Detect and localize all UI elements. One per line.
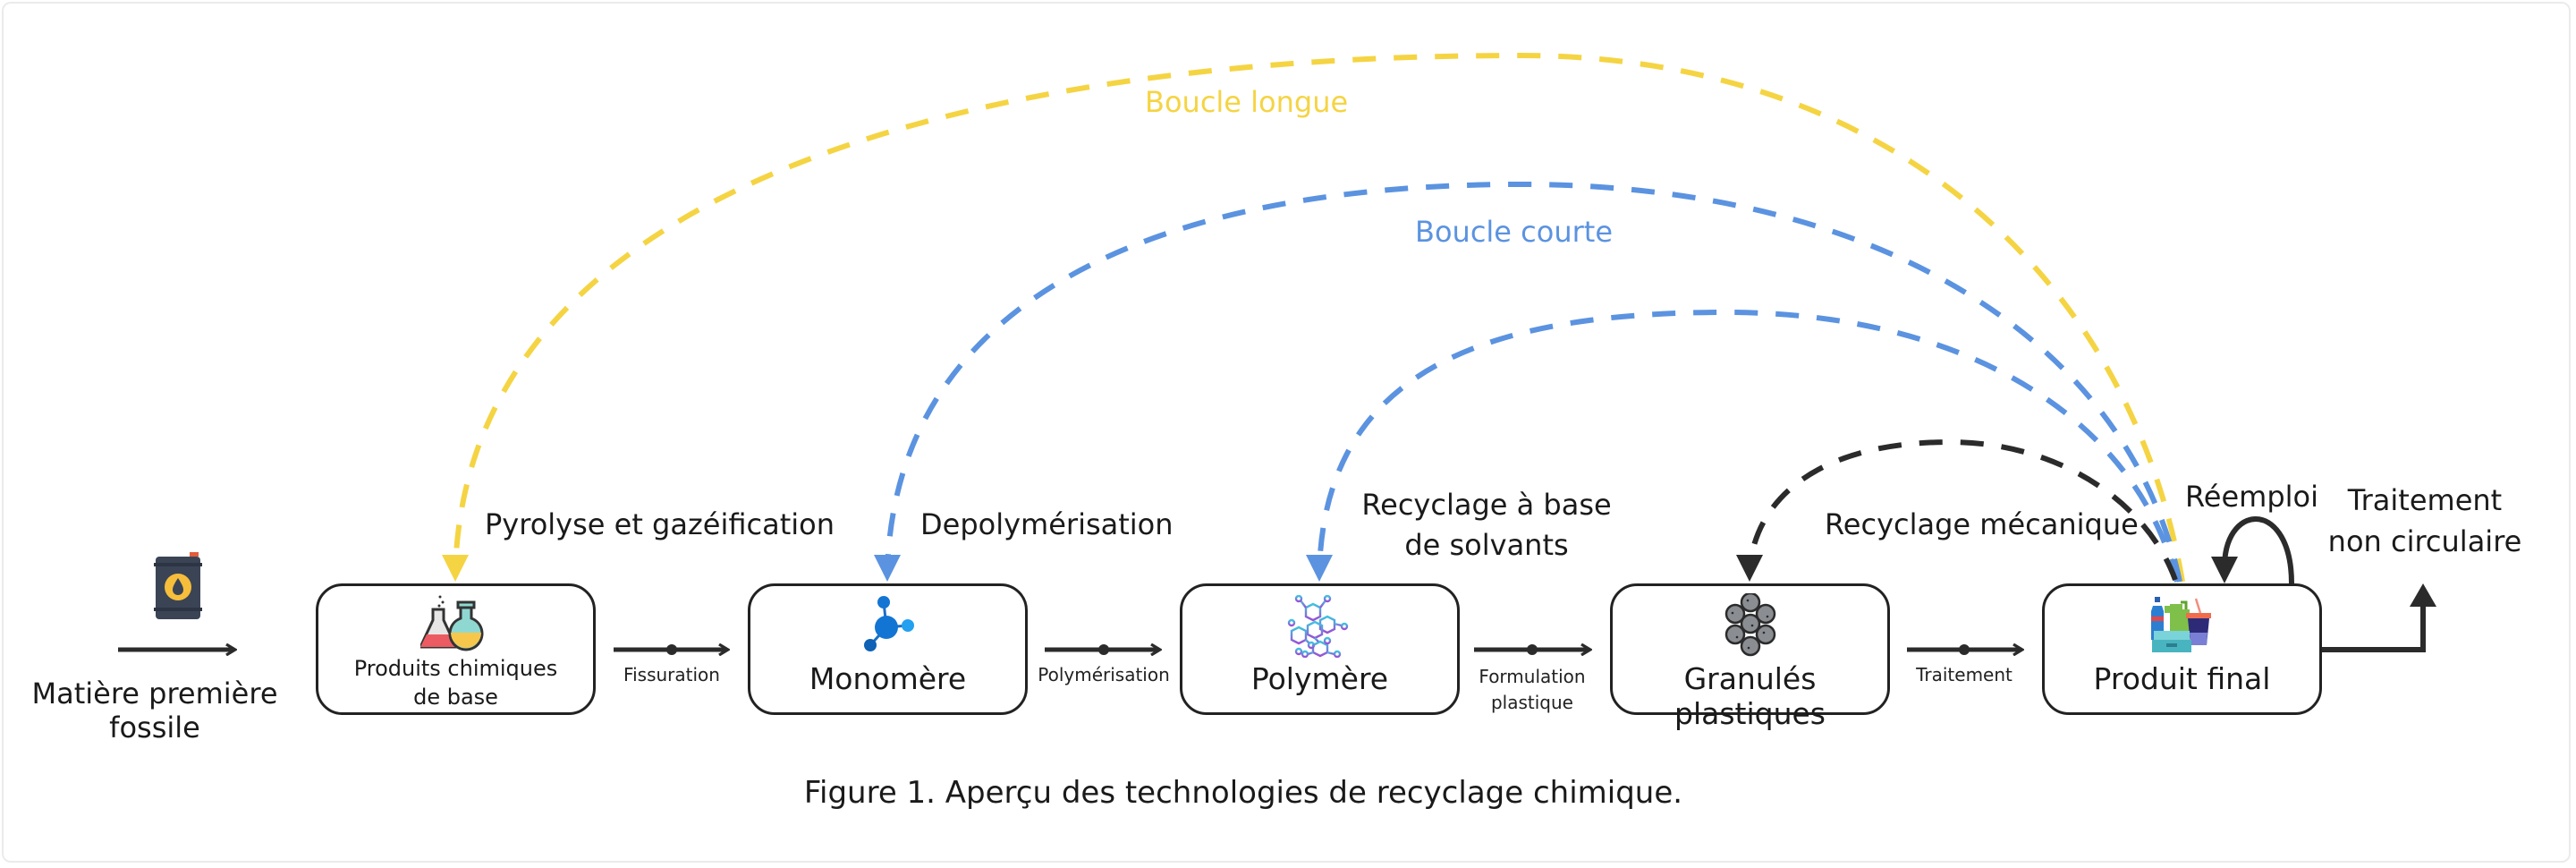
exit-arrowhead (2410, 583, 2436, 607)
path-label-pyrolyse: Pyrolyse et gazéification (485, 507, 835, 541)
connector-3 (1474, 644, 1589, 655)
molecule-icon (852, 595, 924, 658)
loop-courte-arrowhead-monomere (874, 555, 901, 582)
connector-1 (614, 644, 727, 655)
figure-caption: Figure 1. Aperçu des technologies de rec… (803, 775, 1683, 811)
loop-longue-arc (453, 52, 2185, 583)
loop-solvants-arc (1317, 309, 2180, 583)
input-label-line2: fossile (109, 711, 200, 745)
stage-label-line1: Produits chimiques (353, 656, 558, 681)
transition-label-fissuration: Fissuration (623, 664, 720, 685)
connector-4 (1907, 644, 2021, 655)
exit-arrow (2322, 598, 2426, 652)
exit-label-line2: non circulaire (2327, 524, 2522, 559)
reuse-loop (2222, 516, 2294, 584)
plastic-pellets-icon (1715, 591, 1786, 657)
stage-label-line2: de base (413, 685, 498, 711)
stage-produits-chimiques: Produits chimiques de base (316, 583, 596, 715)
connector-2 (1045, 644, 1159, 655)
plastic-products-icon (2147, 597, 2218, 660)
polymer-chain-icon (1284, 594, 1356, 659)
reuse-arrowhead (2211, 557, 2238, 583)
transition-label-formulation: Formulation plastique (1479, 664, 1585, 716)
exit-label-line1: Traitement (2347, 483, 2503, 517)
stage-produit-final: Produit final (2042, 583, 2322, 715)
exit-label: Traitement non circulaire (2328, 480, 2522, 563)
stage-label: Monomère (809, 661, 967, 696)
transition-label-polymerisation: Polymérisation (1038, 664, 1170, 685)
transition-label-traitement: Traitement (1916, 664, 2012, 685)
path-label-line1: Recyclage à base (1361, 488, 1612, 522)
loop-courte-arc-monomere (885, 181, 2182, 583)
transition-label-line1: Polymérisation (1038, 664, 1170, 685)
chemistry-flasks-icon (418, 593, 492, 656)
stage-polymere: Polymère (1180, 583, 1460, 715)
input-label: Matière première fossile (32, 677, 278, 745)
stage-label: Granulés plastiques (1674, 661, 1826, 731)
path-label-solvants: Recyclage à base de solvants (1361, 485, 1611, 566)
path-label-depolymerisation: Depolymérisation (920, 507, 1174, 541)
loop-mecanique-arrowhead (1736, 555, 1763, 582)
transition-label-line1: Formulation (1479, 666, 1586, 687)
stage-granules: Granulés plastiques (1610, 583, 1890, 731)
transition-label-line2: plastique (1490, 692, 1573, 713)
stage-label: Polymère (1250, 661, 1389, 696)
loop-solvants-arrowhead (1306, 555, 1333, 582)
transition-label-line1: Fissuration (623, 664, 720, 685)
path-label-line2: de solvants (1404, 528, 1569, 563)
stage-label: Produit final (2093, 661, 2271, 696)
stage-label: Produits chimiques de base (318, 654, 593, 712)
oil-barrel-icon (154, 552, 202, 620)
reuse-label: Réemploi (2185, 480, 2319, 514)
input-label-line1: Matière première (31, 677, 278, 711)
stage-monomere: Monomère (748, 583, 1028, 715)
path-label-mecanique: Recyclage mécanique (1825, 507, 2139, 541)
loop-longue-label: Boucle longue (1145, 85, 1349, 119)
loop-courte-label: Boucle courte (1415, 215, 1613, 249)
transition-label-line1: Traitement (1916, 664, 2012, 685)
loop-longue-arrowhead (442, 555, 469, 582)
